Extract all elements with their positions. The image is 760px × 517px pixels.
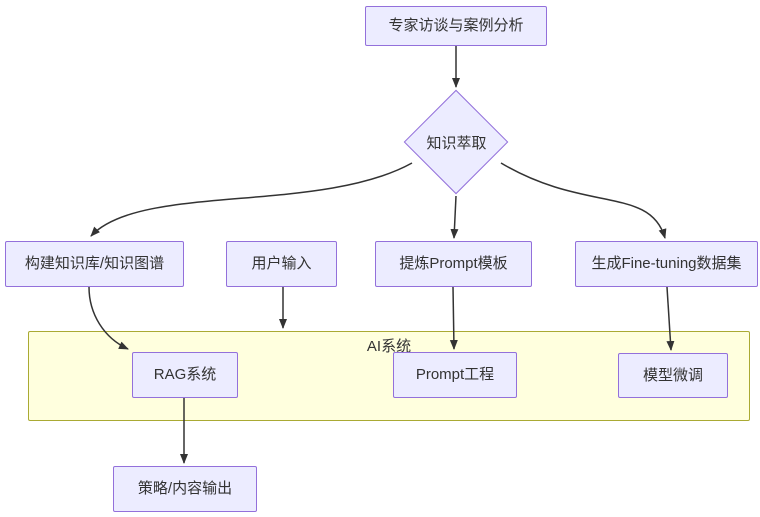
node-knowledge-extraction-label: 知识萃取	[426, 135, 487, 152]
node-rag-system: RAG系统	[132, 352, 238, 398]
node-model-finetuning: 模型微调	[618, 353, 728, 398]
node-prompt-template: 提炼Prompt模板	[375, 241, 532, 287]
node-strategy-output: 策略/内容输出	[113, 466, 257, 512]
edge-extract-ftdata	[500, 162, 667, 239]
node-user-input: 用户输入	[226, 241, 337, 287]
node-prompt-engineering: Prompt工程	[393, 352, 517, 398]
edge-ftdata-mft	[666, 286, 675, 351]
edge-ptmpl-peng	[449, 286, 458, 350]
node-knowledge-base: 构建知识库/知识图谱	[5, 241, 184, 287]
node-expert-interviews: 专家访谈与案例分析	[365, 6, 547, 46]
edge-extract-kb	[90, 162, 413, 237]
edge-extract-ptmpl	[450, 195, 459, 239]
node-finetuning-dataset: 生成Fine-tuning数据集	[575, 241, 758, 287]
edge-kb-rag	[88, 286, 129, 350]
cluster-ai-system-label: AI系统	[366, 338, 412, 355]
node-knowledge-extraction: 知识萃取	[403, 89, 509, 195]
